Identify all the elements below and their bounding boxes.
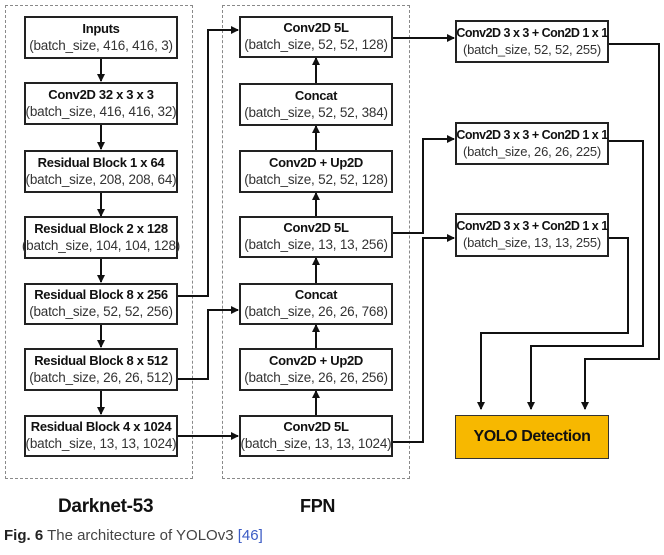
fpn-label: FPN — [300, 496, 336, 516]
darknet-node-conv2d-32: Conv2D 32 x 3 x 3 (batch_size, 416, 416,… — [24, 82, 178, 125]
node-title: Conv2D 3 x 3 + Con2D 1 x 1 — [456, 219, 608, 233]
fpn-node-up2d-256: Conv2D + Up2D (batch_size, 26, 26, 256) — [239, 348, 393, 391]
figure-caption: Fig. 6 The architecture of YOLOv3 [46] — [4, 527, 263, 544]
node-title: Conv2D 3 x 3 + Con2D 1 x 1 — [456, 25, 608, 40]
darknet-node-residual-1x64: Residual Block 1 x 64 (batch_size, 208, … — [24, 150, 178, 193]
wire-conv5l-1024-to-head-13 — [393, 234, 455, 443]
node-shape: (batch_size, 416, 416, 3) — [29, 37, 173, 53]
node-title: Residual Block 8 x 512 — [34, 352, 168, 368]
wire-head-26-to-yolo — [527, 140, 644, 410]
darknet-node-residual-8x512: Residual Block 8 x 512 (batch_size, 26, … — [24, 348, 178, 391]
node-title: Conv2D 5L — [283, 220, 349, 235]
fpn-node-concat-768: Concat (batch_size, 26, 26, 768) — [239, 283, 393, 325]
node-shape: (batch_size, 26, 26, 512) — [29, 369, 173, 385]
node-shape: (batch_size, 104, 104, 128) — [21, 237, 181, 253]
node-shape: (batch_size, 13, 13, 1024) — [25, 436, 177, 451]
fpn-node-concat-384: Concat (batch_size, 52, 52, 384) — [239, 83, 393, 126]
fpn-node-conv5l-13-256: Conv2D 5L (batch_size, 13, 13, 256) — [239, 216, 393, 258]
node-title: Inputs — [82, 20, 120, 36]
node-shape: (batch_size, 52, 52, 128) — [244, 171, 388, 187]
caption-text: The architecture of YOLOv3 — [47, 527, 238, 544]
darknet-node-inputs: Inputs (batch_size, 416, 416, 3) — [24, 16, 178, 59]
fpn-node-up2d-128: Conv2D + Up2D (batch_size, 52, 52, 128) — [239, 150, 393, 193]
head-node-13: Conv2D 3 x 3 + Con2D 1 x 1 (batch_size, … — [455, 213, 609, 257]
node-title: Conv2D 32 x 3 x 3 — [48, 86, 154, 102]
node-shape: (batch_size, 13, 13, 256) — [244, 237, 388, 252]
fpn-node-conv5l-52: Conv2D 5L (batch_size, 52, 52, 128) — [239, 16, 393, 58]
node-shape: (batch_size, 13, 13, 1024) — [240, 436, 392, 451]
node-title: Conv2D 5L — [283, 419, 349, 434]
darknet-53-label: Darknet-53 — [58, 496, 154, 517]
wire-head-13-to-yolo — [477, 237, 629, 410]
node-title: Conv2D 3 x 3 + Con2D 1 x 1 — [456, 127, 608, 142]
node-shape: (batch_size, 13, 13, 255) — [462, 235, 602, 250]
node-title: Residual Block 1 x 64 — [37, 154, 165, 170]
darknet-node-residual-4x1024: Residual Block 4 x 1024 (batch_size, 13,… — [24, 415, 178, 457]
wire-conv5l-256-to-head-26 — [393, 135, 455, 234]
wire-rb8-512-to-concat-768 — [178, 306, 239, 380]
node-title: YOLO Detection — [473, 428, 591, 445]
head-node-26: Conv2D 3 x 3 + Con2D 1 x 1 (batch_size, … — [455, 122, 609, 165]
node-shape: (batch_size, 52, 52, 128) — [244, 37, 388, 52]
wire-head-52-to-yolo — [581, 43, 660, 410]
node-shape: (batch_size, 26, 26, 768) — [244, 304, 388, 319]
head-node-52: Conv2D 3 x 3 + Con2D 1 x 1 (batch_size, … — [455, 20, 609, 63]
darknet-53-group — [5, 5, 193, 479]
node-shape: (batch_size, 26, 26, 225) — [462, 143, 602, 159]
node-shape: (batch_size, 52, 52, 384) — [244, 104, 388, 120]
figure-number: Fig. 6 — [4, 527, 44, 544]
fpn-node-conv5l-13-1024: Conv2D 5L (batch_size, 13, 13, 1024) — [239, 415, 393, 457]
node-shape: (batch_size, 416, 416, 32) — [25, 103, 177, 119]
fpn-group — [222, 5, 410, 479]
node-shape: (batch_size, 208, 208, 64) — [25, 171, 177, 187]
node-shape: (batch_size, 26, 26, 256) — [244, 369, 388, 385]
yolo-detection-node: YOLO Detection — [455, 415, 609, 459]
darknet-node-residual-2x128: Residual Block 2 x 128 (batch_size, 104,… — [21, 216, 181, 259]
node-shape: (batch_size, 52, 52, 256) — [29, 304, 173, 319]
citation-link[interactable]: [46] — [237, 527, 263, 544]
node-title: Conv2D 5L — [283, 20, 349, 35]
node-shape: (batch_size, 52, 52, 255) — [462, 41, 602, 57]
node-title: Residual Block 2 x 128 — [34, 220, 168, 236]
node-title: Conv2D + Up2D — [269, 154, 363, 170]
node-title: Conv2D + Up2D — [269, 352, 363, 368]
wire-rb8-256-to-conv5l-128 — [178, 26, 239, 297]
node-title: Concat — [294, 87, 338, 103]
node-title: Residual Block 8 x 256 — [34, 287, 168, 302]
darknet-node-residual-8x256: Residual Block 8 x 256 (batch_size, 52, … — [24, 283, 178, 325]
node-title: Concat — [294, 287, 338, 302]
node-title: Residual Block 4 x 1024 — [30, 419, 172, 434]
